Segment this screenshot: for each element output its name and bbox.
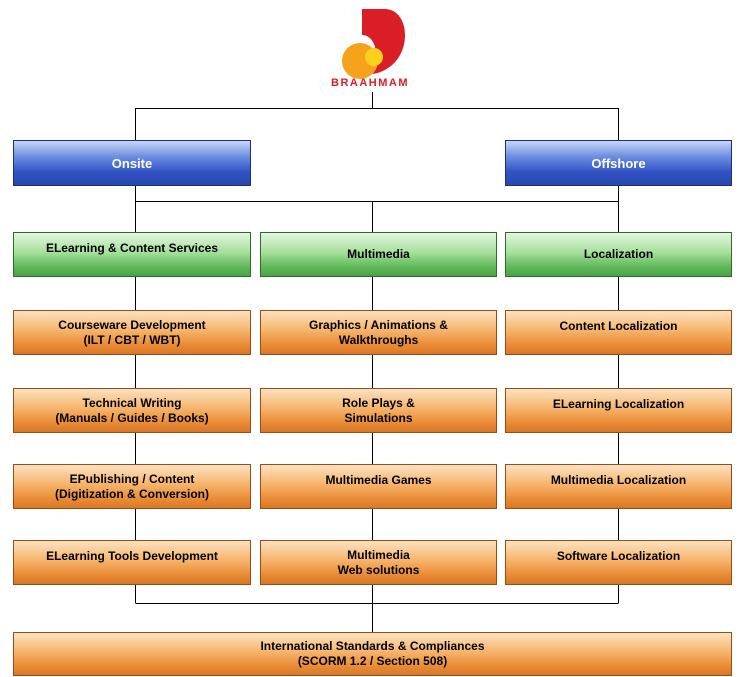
- software-localization-box: Software Localization: [505, 540, 732, 585]
- web-solutions-box: Multimedia Web solutions: [260, 540, 497, 585]
- elearning-header-label: ELearning & Content Services: [45, 241, 219, 255]
- technical-writing-box: Technical Writing (Manuals / Guides / Bo…: [13, 388, 251, 433]
- multimedia-header: Multimedia: [260, 232, 497, 277]
- localization-header: Localization: [505, 232, 732, 277]
- logo-wordmark: BRAAHMAM: [331, 77, 409, 89]
- onsite-label: Onsite: [111, 155, 153, 171]
- courseware-line-1: Courseware Development: [58, 317, 206, 332]
- courseware-development-box: Courseware Development (ILT / CBT / WBT): [13, 310, 251, 355]
- content-localization-box: Content Localization: [505, 310, 732, 355]
- multimedia-header-label: Multimedia: [347, 247, 410, 261]
- logo-red-mark: [362, 9, 406, 74]
- elearning-tools-line-1: ELearning Tools Development: [46, 549, 218, 563]
- courseware-line-2: (ILT / CBT / WBT): [83, 332, 181, 347]
- elearning-header: ELearning & Content Services: [13, 232, 251, 277]
- braahmam-logo: [342, 9, 406, 79]
- multimedia-localization-box: Multimedia Localization: [505, 464, 732, 509]
- elearning-tools-box: ELearning Tools Development: [13, 540, 251, 585]
- standards-line-1: International Standards & Compliances: [260, 639, 485, 653]
- elearning-localization-box: ELearning Localization: [505, 388, 732, 433]
- graphics-line-1: Graphics / Animations &: [309, 317, 448, 332]
- standards-line-2: (SCORM 1.2 / Section 508): [297, 654, 448, 668]
- international-standards-box: International Standards & Compliances (S…: [13, 632, 732, 676]
- multimedia-localization-line-1: Multimedia Localization: [550, 473, 687, 487]
- software-localization-line-1: Software Localization: [556, 549, 681, 563]
- graphics-line-2: Walkthroughs: [338, 332, 419, 347]
- technical-writing-line-1: Technical Writing: [82, 395, 182, 410]
- technical-writing-line-2: (Manuals / Guides / Books): [55, 410, 209, 425]
- onsite-box: Onsite: [13, 140, 251, 186]
- logo-orange-overlap: [365, 48, 383, 66]
- multimedia-games-line-1: Multimedia Games: [325, 473, 432, 487]
- localization-header-label: Localization: [583, 247, 654, 261]
- role-plays-box: Role Plays & Simulations: [260, 388, 497, 433]
- epublishing-box: EPublishing / Content (Digitization & Co…: [13, 464, 251, 509]
- web-solutions-line-1: Multimedia: [347, 547, 410, 562]
- multimedia-games-box: Multimedia Games: [260, 464, 497, 509]
- epublishing-line-1: EPublishing / Content: [69, 471, 195, 486]
- offshore-box: Offshore: [505, 140, 732, 186]
- elearning-localization-line-1: ELearning Localization: [552, 397, 685, 411]
- offshore-label: Offshore: [591, 155, 646, 171]
- role-plays-line-2: Simulations: [344, 410, 413, 425]
- web-solutions-line-2: Web solutions: [337, 562, 420, 577]
- epublishing-line-2: (Digitization & Conversion): [55, 486, 209, 501]
- content-localization-line-1: Content Localization: [559, 319, 678, 333]
- role-plays-line-1: Role Plays &: [342, 395, 415, 410]
- graphics-animations-box: Graphics / Animations & Walkthroughs: [260, 310, 497, 355]
